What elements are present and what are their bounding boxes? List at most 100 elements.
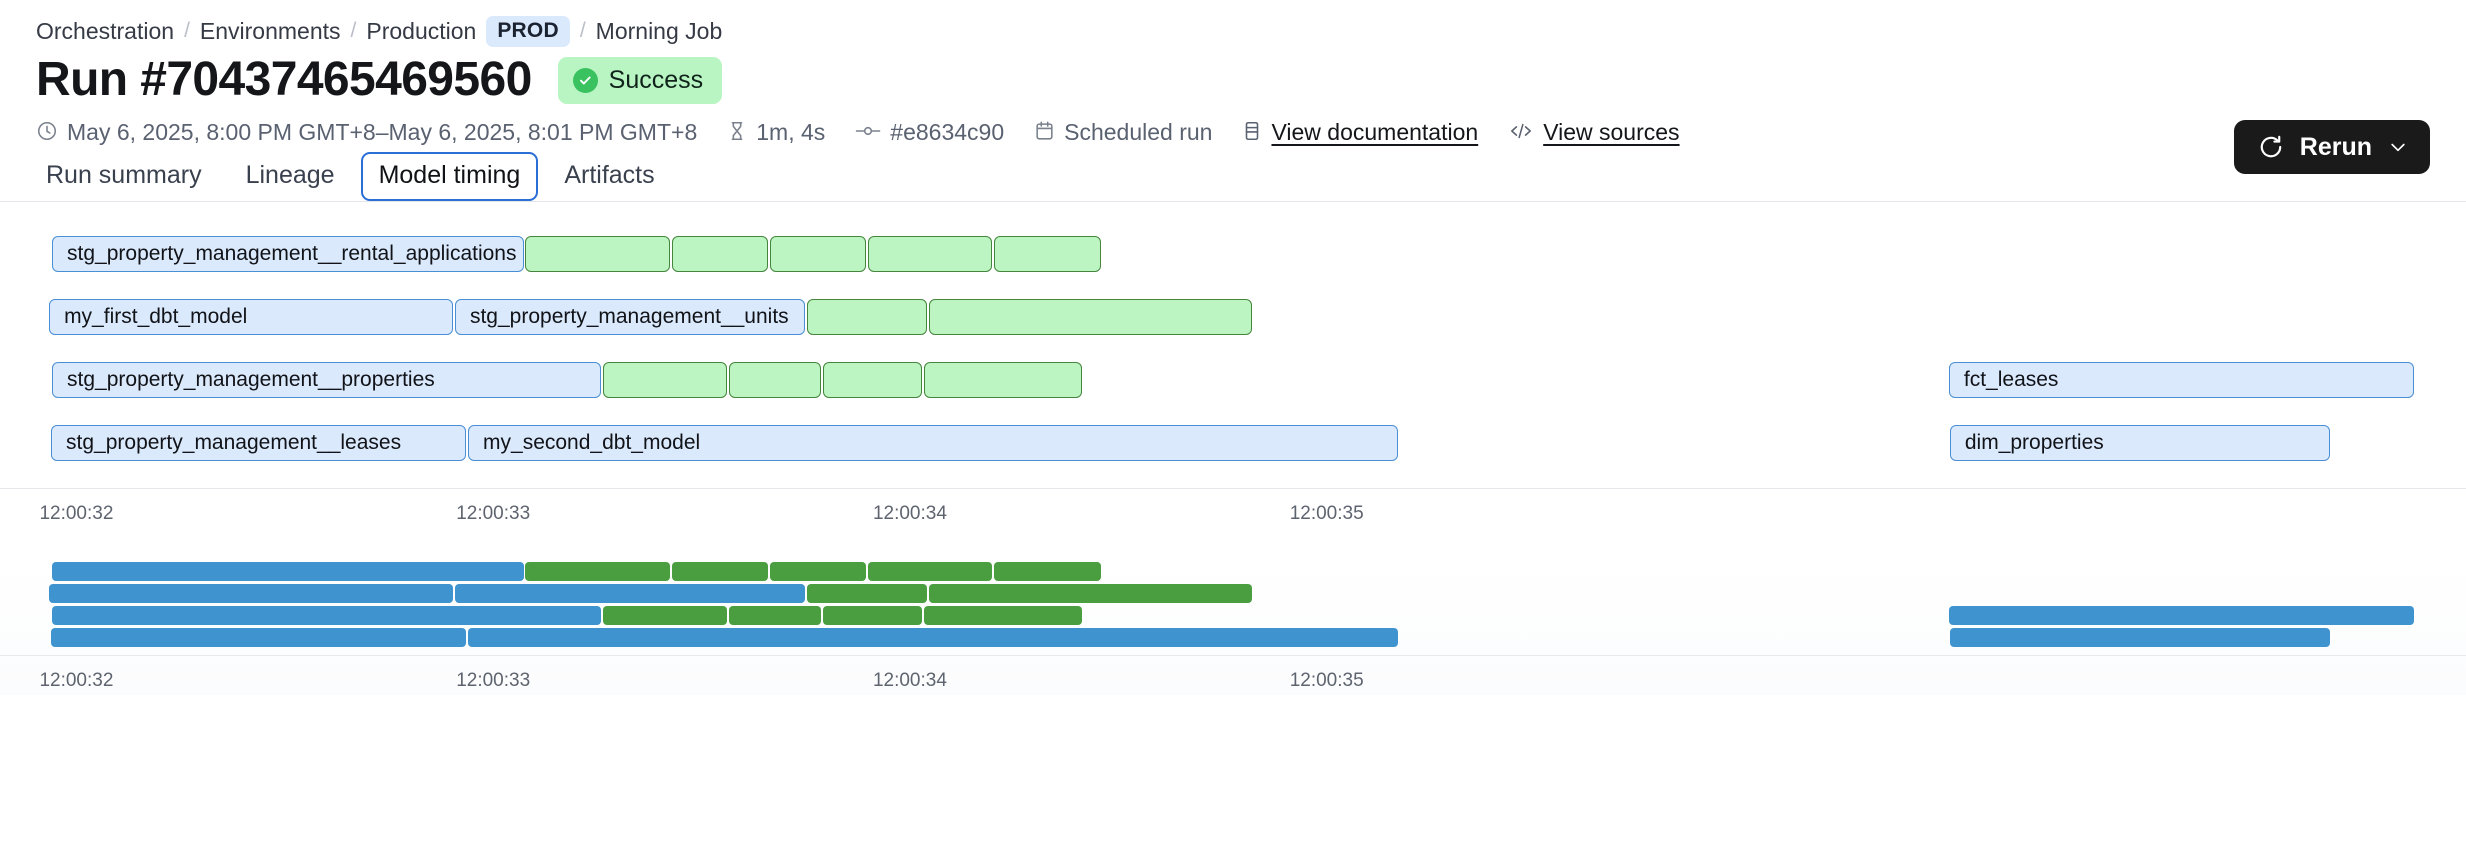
gantt-bar-segment[interactable] [52, 606, 601, 625]
gantt-bar-segment[interactable] [728, 362, 821, 398]
gantt-chart-detailed: stg_property_management__rental_applicat… [0, 236, 2466, 528]
breadcrumb-separator: / [350, 19, 357, 42]
gantt-bar-stg_property_management__leases[interactable]: stg_property_management__leases [51, 425, 467, 461]
gantt-row [0, 628, 2466, 647]
gantt-bar-segment[interactable] [51, 628, 467, 647]
model-timing-panel: stg_property_management__rental_applicat… [0, 202, 2466, 695]
tab-run-summary[interactable]: Run summary [46, 160, 202, 189]
meta-timerange: May 6, 2025, 8:00 PM GMT+8–May 6, 2025, … [36, 119, 697, 144]
page-header: Run #70437465469560 Success [0, 34, 2466, 104]
gantt-bar-segment[interactable] [806, 584, 927, 603]
breadcrumb-item-environments[interactable]: Environments [199, 17, 341, 44]
gantt-bar-my_first_dbt_model[interactable]: my_first_dbt_model [49, 299, 453, 335]
gantt-bar-segment[interactable] [769, 236, 866, 272]
check-circle-icon [572, 67, 598, 93]
gantt-bar-segment[interactable] [994, 236, 1102, 272]
gantt-bar-segment[interactable] [454, 584, 805, 603]
axis-tick-label: 12:00:32 [39, 670, 114, 691]
code-icon [1508, 120, 1534, 142]
gantt-bar-segment[interactable] [1949, 628, 2330, 647]
meta-sources-link[interactable]: View sources [1543, 118, 1680, 145]
gantt-bar-segment[interactable] [671, 562, 768, 581]
axis-tick-label: 12:00:35 [1289, 503, 1364, 524]
refresh-icon [2258, 134, 2284, 160]
status-badge: Success [557, 56, 723, 104]
meta-commit-text: #e8634c90 [890, 118, 1005, 145]
gantt-bar-segment[interactable] [671, 236, 768, 272]
gantt-bar-segment[interactable] [924, 606, 1083, 625]
book-icon [1242, 120, 1262, 142]
gantt-bar-segment[interactable] [52, 562, 524, 581]
clock-icon [36, 120, 58, 142]
gantt-row-group: stg_property_management__rental_applicat… [0, 236, 2466, 461]
gantt-row [0, 606, 2466, 625]
meta-documentation-link[interactable]: View documentation [1271, 118, 1479, 145]
gantt-chart-compact: 12:00:32 12:00:33 12:00:34 12:00:35 [0, 562, 2466, 695]
gantt-row: stg_property_management__properties fct_l… [0, 362, 2466, 398]
gantt-bar-segment[interactable] [1948, 606, 2414, 625]
axis-tick-label: 12:00:33 [456, 670, 531, 691]
gantt-bar-segment[interactable] [867, 562, 992, 581]
gantt-bar-segment[interactable] [823, 362, 923, 398]
gantt-bar-segment[interactable] [994, 562, 1102, 581]
gantt-bar-segment[interactable] [602, 606, 727, 625]
meta-trigger-text: Scheduled run [1064, 118, 1213, 145]
gantt-bar-segment[interactable] [769, 562, 866, 581]
tab-bar: Run summary Lineage Model timing Artifac… [0, 140, 2466, 202]
gantt-bar-segment[interactable] [602, 362, 727, 398]
gantt-bar-stg_property_management__rental_applications[interactable]: stg_property_management__rental_applicat… [52, 236, 524, 272]
axis-tick-label: 12:00:33 [456, 503, 531, 524]
gantt-bar-segment[interactable] [823, 606, 923, 625]
tab-artifacts[interactable]: Artifacts [564, 160, 655, 189]
gantt-bar-segment[interactable] [468, 628, 1398, 647]
breadcrumb-item-morning-job[interactable]: Morning Job [595, 17, 723, 44]
gantt-bar-segment[interactable] [525, 562, 670, 581]
gantt-bar-segment[interactable] [728, 606, 821, 625]
commit-icon [855, 120, 881, 142]
meta-timerange-text: May 6, 2025, 8:00 PM GMT+8–May 6, 2025, … [67, 118, 698, 145]
axis-tick-label: 12:00:35 [1289, 670, 1364, 691]
breadcrumb-item-production[interactable]: Production [366, 17, 477, 44]
gantt-bar-segment[interactable] [806, 299, 927, 335]
gantt-bar-stg_property_management__properties[interactable]: stg_property_management__properties [52, 362, 601, 398]
gantt-bar-segment[interactable] [49, 584, 453, 603]
meta-commit: #e8634c90 [855, 119, 1004, 144]
breadcrumb: Orchestration / Environments / Productio… [0, 0, 2466, 47]
gantt-bar-segment[interactable] [928, 584, 1253, 603]
tab-model-timing[interactable]: Model timing [360, 151, 539, 201]
meta-documentation[interactable]: View documentation [1242, 119, 1478, 144]
gantt-bar-segment[interactable] [525, 236, 670, 272]
gantt-bar-segment[interactable] [867, 236, 992, 272]
meta-duration: 1m, 4s [727, 119, 825, 144]
axis-tick-label: 12:00:32 [39, 503, 114, 524]
calendar-icon [1034, 120, 1055, 142]
gantt-bar-fct_leases[interactable]: fct_leases [1948, 362, 2414, 398]
gantt-bar-segment[interactable] [928, 299, 1253, 335]
meta-trigger: Scheduled run [1034, 119, 1212, 144]
gantt-bar-dim_properties[interactable]: dim_properties [1949, 425, 2330, 461]
rerun-button[interactable]: Rerun [2233, 120, 2430, 174]
hourglass-icon [727, 120, 747, 142]
run-metadata: May 6, 2025, 8:00 PM GMT+8–May 6, 2025, … [0, 104, 2466, 143]
axis-tick-label: 12:00:34 [872, 670, 947, 691]
status-label: Success [608, 65, 704, 94]
meta-duration-text: 1m, 4s [756, 118, 826, 145]
gantt-compact-row-group [0, 562, 2466, 647]
gantt-row: stg_property_management__rental_applicat… [0, 236, 2466, 272]
tab-lineage[interactable]: Lineage [245, 160, 335, 189]
gantt-row [0, 584, 2466, 603]
gantt-bar-stg_property_management__units[interactable]: stg_property_management__units [454, 299, 805, 335]
rerun-label: Rerun [2299, 132, 2372, 161]
chevron-down-icon[interactable] [2388, 137, 2408, 157]
gantt-bar-my_second_dbt_model[interactable]: my_second_dbt_model [468, 425, 1398, 461]
breadcrumb-tag-prod[interactable]: PROD [486, 15, 570, 47]
page-title: Run #70437465469560 [36, 53, 532, 106]
time-axis-bottom: 12:00:32 12:00:33 12:00:34 12:00:35 [0, 655, 2466, 695]
meta-sources[interactable]: View sources [1508, 118, 1680, 145]
gantt-bar-segment[interactable] [924, 362, 1083, 398]
breadcrumb-separator: / [579, 19, 586, 42]
breadcrumb-item-orchestration[interactable]: Orchestration [36, 17, 175, 44]
